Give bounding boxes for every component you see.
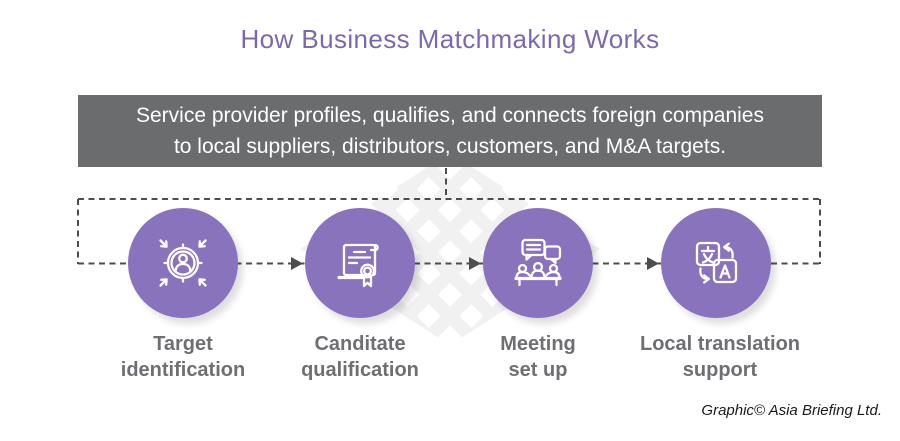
- step-circle-candidate-qualification: [305, 208, 415, 318]
- step-label-translation-support: Local translation support: [610, 331, 830, 383]
- step-label-line: Meeting: [500, 333, 576, 355]
- step-label-line: Target: [153, 333, 213, 355]
- step-label-meeting-setup: Meeting set up: [428, 331, 648, 383]
- step-label-line: Canditate: [314, 333, 406, 355]
- step-label-line: set up: [508, 359, 568, 381]
- banner-line-1: Service provider profiles, qualifies, an…: [135, 103, 764, 127]
- step-label-line: identification: [120, 359, 246, 381]
- description-banner: Service provider profiles, qualifies, an…: [78, 95, 822, 167]
- step-circle-translation-support: [661, 208, 771, 318]
- arrow-right-icon: [469, 257, 481, 270]
- target-identification-icon: [159, 239, 207, 287]
- step-label-line: qualification: [301, 359, 419, 381]
- page-title: How Business Matchmaking Works: [240, 24, 660, 54]
- banner-line-2: to local suppliers, distributors, custom…: [173, 135, 727, 158]
- step-label-line: Local translation: [639, 333, 801, 355]
- step-label-target-identification: Target identification: [73, 331, 293, 383]
- step-label-candidate-qualification: Canditate qualification: [250, 331, 470, 383]
- step-circle-meeting-setup: [483, 208, 593, 318]
- arrow-right-icon: [291, 257, 303, 270]
- meeting-icon: [514, 238, 562, 287]
- translation-icon: [695, 241, 738, 284]
- certificate-icon: [337, 243, 379, 288]
- step-circle-target-identification: [128, 208, 238, 318]
- credit-text: Graphic© Asia Briefing Ltd.: [701, 402, 882, 419]
- step-label-line: support: [682, 359, 758, 381]
- arrow-right-icon: [647, 257, 659, 270]
